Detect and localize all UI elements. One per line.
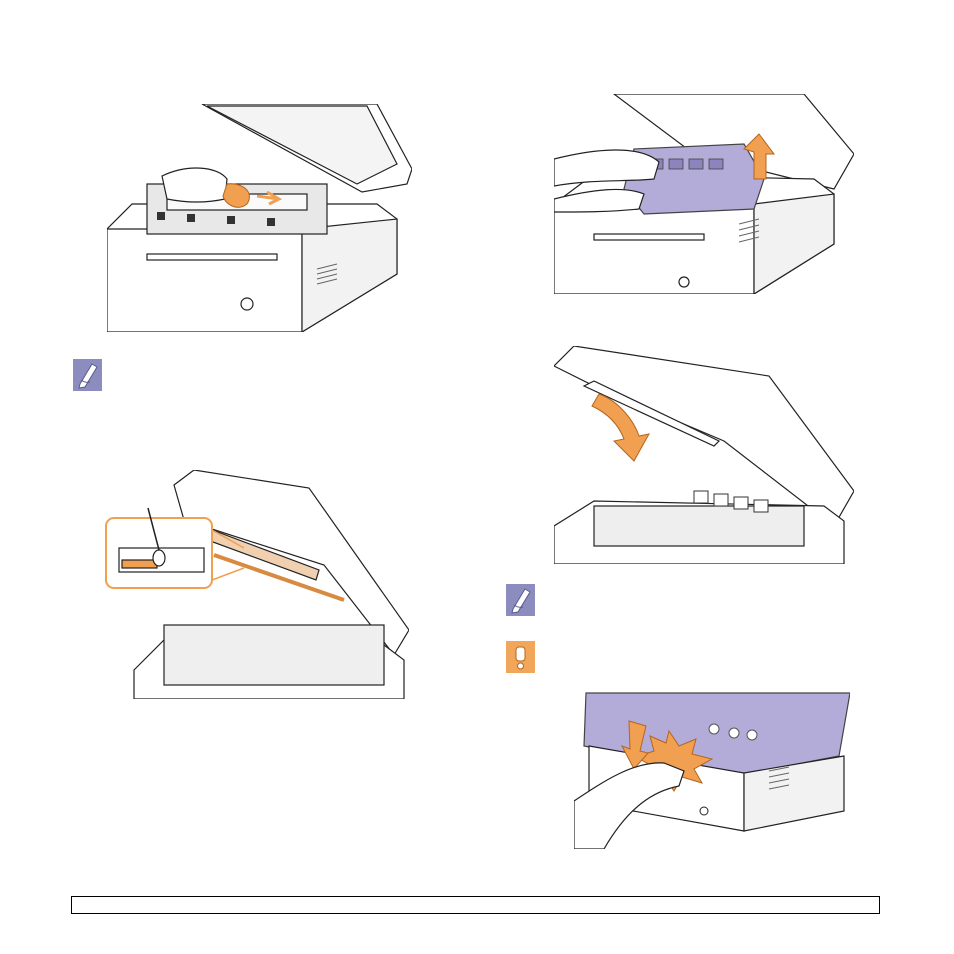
figure-remove-toner-cartridge <box>554 94 854 294</box>
figure-close-scan-unit <box>554 346 854 564</box>
footer-box <box>71 896 880 914</box>
note-icon <box>72 358 103 392</box>
caution-icon <box>505 640 536 674</box>
note-icon <box>505 583 536 617</box>
figure-finger-caught-warning <box>574 691 850 849</box>
figure-clean-inside-with-cloth <box>107 104 412 332</box>
figure-clean-lsu-window-with-swab <box>104 470 409 699</box>
